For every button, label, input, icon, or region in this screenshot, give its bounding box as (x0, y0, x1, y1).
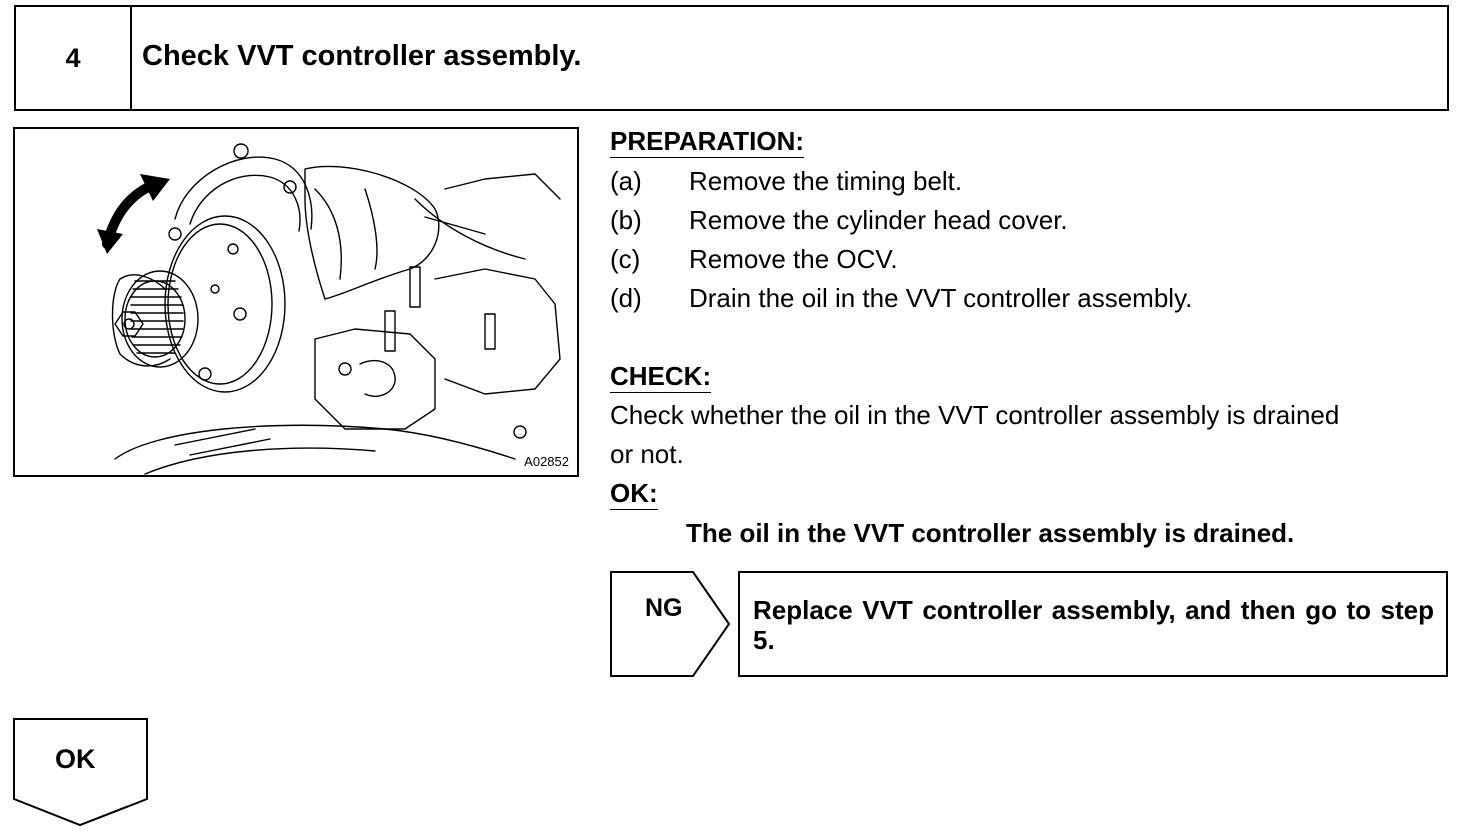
preparation-heading: PREPARATION: (610, 126, 805, 158)
ok-arrow-shape (13, 718, 148, 827)
check-heading: CHECK: (610, 361, 712, 393)
vvt-controller-drawing (97, 143, 561, 475)
prep-label-d: (d) (610, 283, 642, 313)
figure-code: A02852 (524, 454, 569, 469)
ok-flow-label: OK (55, 744, 96, 774)
ok-heading: OK: (610, 478, 658, 510)
prep-item-b: Remove the cylinder head cover. (689, 205, 1068, 235)
prep-item-a: Remove the timing belt. (689, 166, 963, 196)
ng-action-box: Replace VVT controller assembly, and the… (738, 571, 1448, 677)
step-header: 4 Check VVT controller assembly. (14, 5, 1449, 111)
prep-label-b: (b) (610, 205, 642, 235)
check-text-line1: Check whether the oil in the VVT control… (610, 400, 1340, 430)
prep-item-c: Remove the OCV. (689, 244, 898, 274)
ng-arrow-shape (610, 571, 731, 677)
prep-label-c: (c) (610, 244, 641, 274)
ok-standard-text: The oil in the VVT controller assembly i… (686, 518, 1295, 548)
ng-label: NG (645, 594, 683, 622)
step-title: Check VVT controller assembly. (142, 40, 582, 72)
ng-action-text: Replace VVT controller assembly, and the… (753, 595, 1434, 655)
step-number: 4 (16, 7, 132, 109)
prep-item-d: Drain the oil in the VVT controller asse… (689, 283, 1193, 313)
check-text-line2: or not. (610, 439, 684, 469)
prep-label-a: (a) (610, 166, 642, 196)
illustration-vvt-controller: A02852 (13, 127, 579, 477)
